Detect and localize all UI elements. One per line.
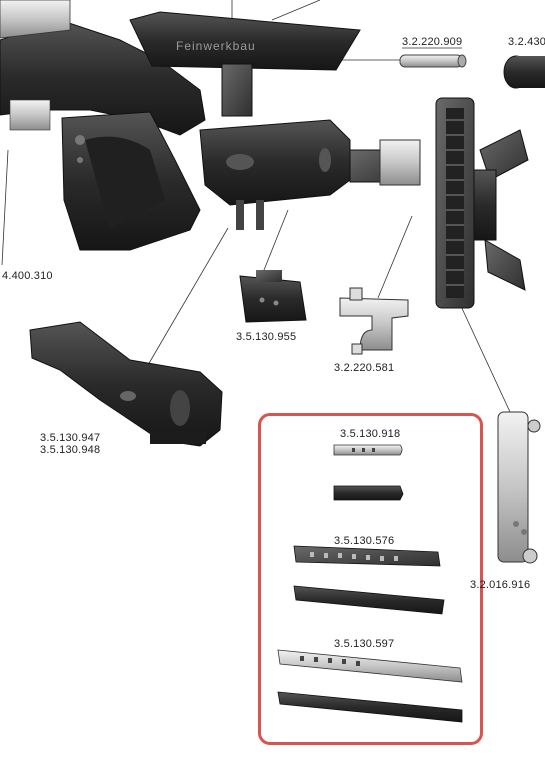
vertical-rack: [435, 97, 529, 309]
label-vertical-rail: 3.2.016.916: [470, 579, 531, 591]
knob-part: [503, 55, 545, 89]
slider-short-light: [333, 444, 403, 456]
label-cheekpiece-a: 3.5.130.947: [40, 432, 101, 444]
vertical-rail-part: [497, 411, 541, 564]
slider-long-light: [277, 649, 463, 683]
brand-mark: Feinwerkbau: [176, 39, 256, 53]
label-slider-short: 3.5.130.918: [340, 428, 401, 440]
slider-medium-light: [293, 545, 441, 567]
slider-short-dark: [333, 485, 404, 501]
highlight-box: [258, 413, 483, 745]
label-slider-long: 3.5.130.597: [334, 638, 395, 650]
label-rail-top-right: 3.2.430: [508, 36, 545, 48]
pin-part: [399, 54, 467, 68]
label-cheekpiece-b: 3.5.130.948: [40, 444, 101, 456]
label-bracket: 3.2.220.581: [334, 362, 395, 374]
label-stock-left: 4.400.310: [2, 270, 53, 282]
slider-medium-dark: [293, 585, 445, 615]
label-slider-medium: 3.5.130.576: [334, 535, 395, 547]
label-rail-top: 3.2.220.909: [402, 36, 463, 48]
slider-long-dark: [277, 691, 463, 723]
bracket-part: [339, 287, 409, 355]
clamp-block-part: [239, 270, 307, 323]
buttplate-arm: [199, 119, 421, 230]
label-clamp-block: 3.5.130.955: [236, 331, 297, 343]
cheekpiece-part: [29, 321, 223, 447]
buttplate-pad: [129, 11, 361, 117]
stock-assembly: [0, 0, 206, 251]
